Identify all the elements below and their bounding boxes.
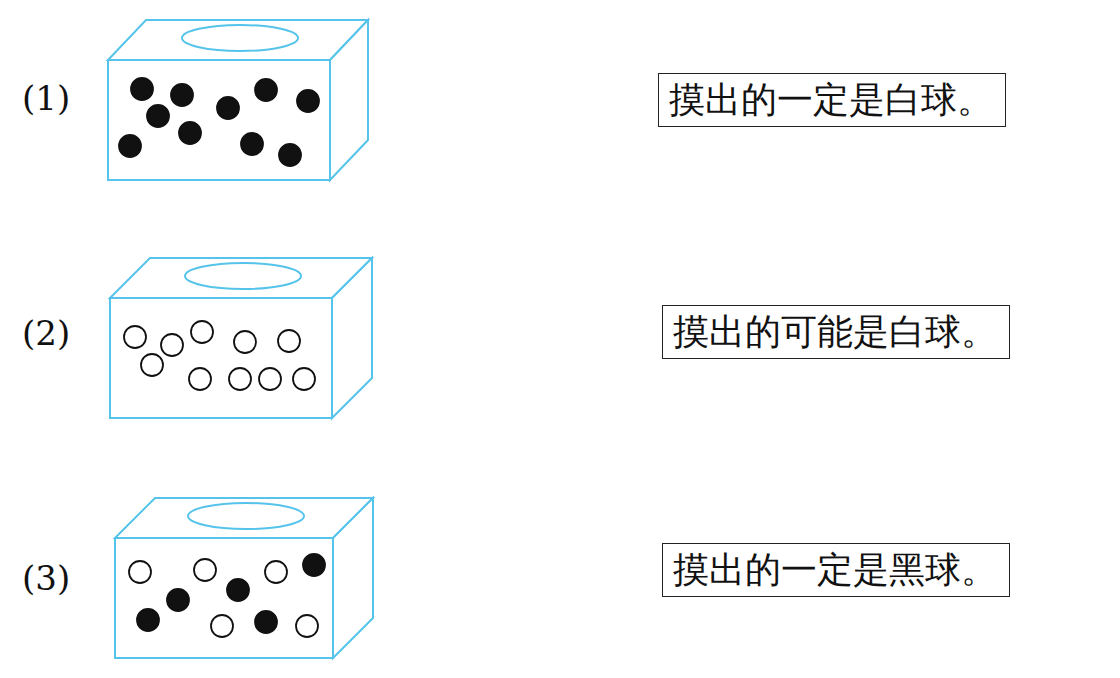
white-ball — [161, 334, 183, 356]
box-side — [332, 258, 372, 418]
black-ball — [179, 122, 201, 144]
box-front — [110, 298, 332, 418]
black-ball — [171, 84, 193, 106]
sentence-text: 摸出的一定是白球。 — [669, 78, 995, 121]
white-ball — [191, 321, 213, 343]
item-number: (2) — [22, 313, 70, 353]
white-ball — [296, 615, 318, 637]
white-ball — [129, 561, 151, 583]
sentence-box: 摸出的一定是白球。 — [658, 73, 1006, 127]
white-ball — [141, 354, 163, 376]
black-ball — [137, 609, 159, 631]
ball-box — [108, 20, 368, 180]
box-opening — [185, 263, 301, 289]
box-side — [333, 498, 373, 658]
white-ball — [278, 330, 300, 352]
black-ball — [279, 144, 301, 166]
ball-box — [115, 498, 373, 658]
box-opening — [188, 503, 304, 529]
black-ball — [241, 133, 263, 155]
item-number: (3) — [22, 558, 70, 598]
black-ball — [227, 579, 249, 601]
black-ball — [255, 79, 277, 101]
ball-box — [110, 258, 372, 418]
box-front — [115, 538, 333, 658]
black-ball — [119, 135, 141, 157]
white-ball — [293, 368, 315, 390]
black-ball — [297, 90, 319, 112]
white-ball — [234, 331, 256, 353]
black-ball — [217, 97, 239, 119]
white-ball — [211, 615, 233, 637]
white-ball — [194, 559, 216, 581]
black-ball — [303, 554, 325, 576]
black-ball — [147, 105, 169, 127]
box-opening — [182, 25, 298, 51]
sentence-text: 摸出的一定是黑球。 — [673, 548, 999, 591]
sentence-text: 摸出的可能是白球。 — [673, 310, 999, 353]
box-top — [110, 258, 372, 298]
box-top — [108, 20, 368, 60]
white-ball — [124, 326, 146, 348]
box-side — [330, 20, 368, 180]
sentence-box: 摸出的一定是黑球。 — [662, 543, 1010, 597]
white-ball — [259, 368, 281, 390]
box-top — [115, 498, 373, 538]
black-ball — [255, 611, 277, 633]
black-ball — [131, 78, 153, 100]
black-ball — [167, 589, 189, 611]
item-number: (1) — [22, 78, 70, 118]
box-front — [108, 60, 330, 180]
sentence-box: 摸出的可能是白球。 — [662, 305, 1010, 359]
white-ball — [189, 368, 211, 390]
white-ball — [265, 561, 287, 583]
white-ball — [229, 368, 251, 390]
